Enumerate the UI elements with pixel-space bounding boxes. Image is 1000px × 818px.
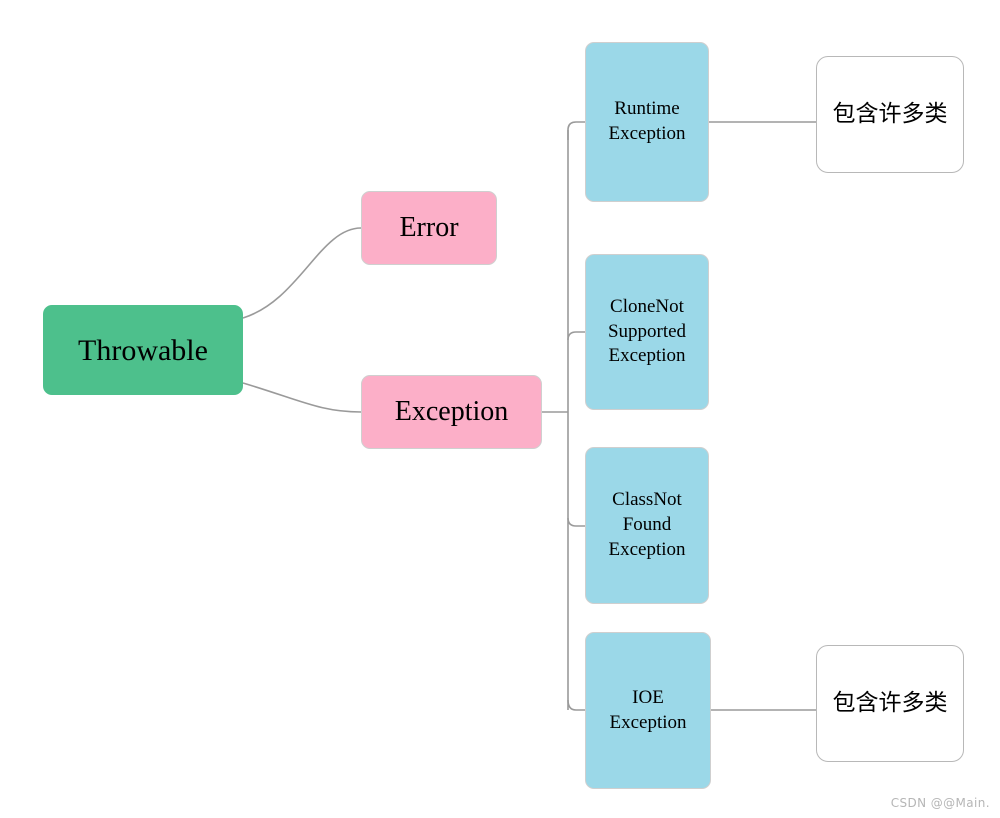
- connector-trunk-clonenotsupported: [567, 331, 585, 341]
- note-runtime-exception-label: 包含许多类: [832, 100, 948, 127]
- node-ioe-exception[interactable]: IOE Exception: [585, 632, 711, 789]
- node-clonenotsupported-exception[interactable]: CloneNot Supported Exception: [585, 254, 709, 410]
- node-runtime-exception-label: Runtime Exception: [608, 98, 686, 144]
- node-exception-label: Exception: [394, 395, 509, 427]
- node-ioe-exception-label: IOE Exception: [609, 686, 687, 733]
- node-error-label: Error: [399, 211, 459, 243]
- node-clonenotsupported-exception-label: CloneNot Supported Exception: [607, 295, 687, 367]
- note-ioe-exception[interactable]: 包含许多类: [816, 645, 964, 762]
- node-runtime-exception[interactable]: Runtime Exception: [585, 42, 709, 202]
- connector-throwable-exception: [242, 382, 362, 413]
- node-classnotfound-exception-label: ClassNot Found Exception: [608, 489, 686, 560]
- connector-trunk-ioe: [567, 699, 585, 711]
- node-error[interactable]: Error: [361, 191, 497, 265]
- node-exception[interactable]: Exception: [361, 375, 542, 449]
- connector-trunk-classnotfound: [567, 517, 585, 527]
- note-ioe-exception-label: 包含许多类: [832, 689, 948, 716]
- note-runtime-exception[interactable]: 包含许多类: [816, 56, 964, 173]
- node-throwable-label: Throwable: [78, 333, 208, 367]
- node-throwable[interactable]: Throwable: [43, 305, 243, 395]
- node-classnotfound-exception[interactable]: ClassNot Found Exception: [585, 447, 709, 604]
- connector-trunk-runtime: [567, 121, 585, 140]
- csdn-watermark: CSDN @@Main.: [890, 796, 990, 810]
- connector-throwable-error: [242, 227, 362, 319]
